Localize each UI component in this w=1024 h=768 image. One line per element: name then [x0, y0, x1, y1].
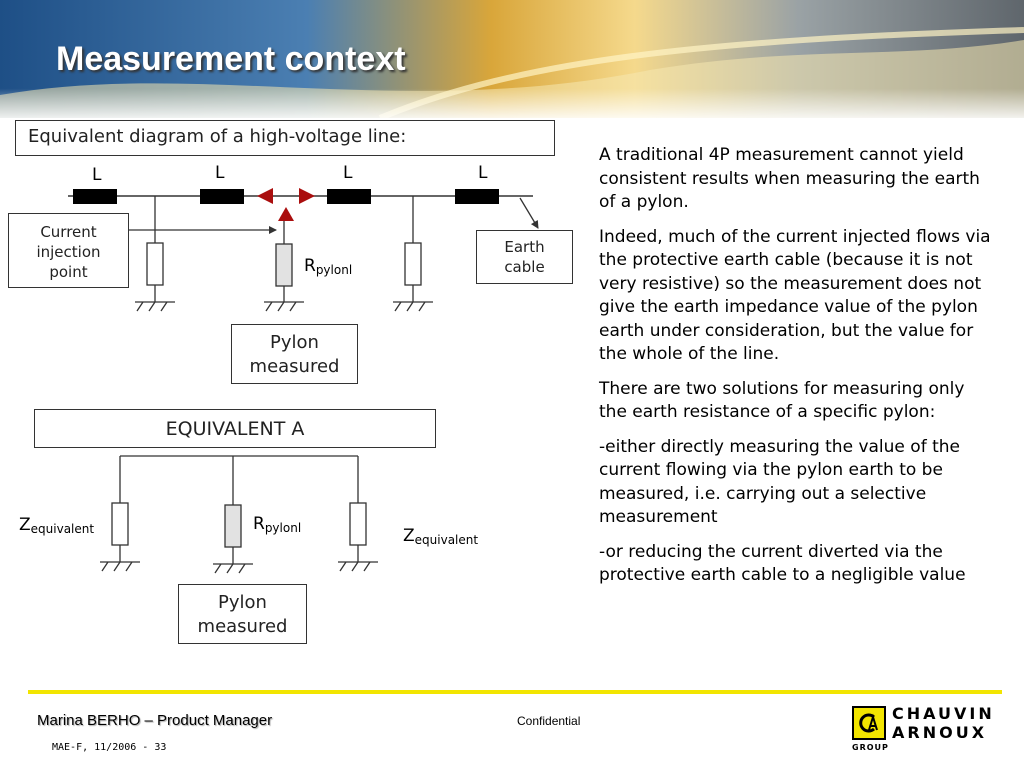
confidential-label: Confidential: [517, 714, 581, 728]
pylon-measured-label: Pylon measured: [178, 584, 307, 644]
logo-text: ARNOUX: [892, 723, 988, 742]
ground-symbol: [338, 561, 378, 572]
logo-icon: [852, 706, 886, 740]
logo-group-text: GROUP: [852, 743, 889, 752]
inductor-label: L: [343, 163, 353, 183]
header-banner: [0, 0, 1024, 118]
paragraph: A traditional 4P measurement cannot yiel…: [599, 145, 980, 212]
line-inductors: [73, 189, 499, 204]
logo-text: CHAUVIN: [892, 704, 995, 723]
line-inductor: [73, 189, 117, 204]
z-equivalent-label: Zequivalent: [19, 515, 94, 536]
label-line: Pylon: [270, 332, 319, 353]
pylon-measured-label: Pylon measured: [231, 324, 358, 384]
earth-cable-label: Earth cable: [476, 230, 573, 284]
z-equivalent-resistor: [111, 502, 129, 546]
r-subscript: pylonl: [264, 521, 302, 535]
equivalent-circuit: [119, 455, 359, 564]
current-injection-label: Current injection point: [8, 213, 129, 288]
resistor: [404, 242, 422, 286]
ground-symbols-bottom: [100, 561, 378, 574]
ca-monogram-icon: [859, 713, 878, 733]
slide-title: Measurement context: [56, 40, 406, 78]
explanation-text: A traditional 4P measurement cannot yiel…: [599, 144, 997, 599]
r-pylon-label: Rpylonl: [304, 256, 352, 277]
resistor: [146, 242, 164, 286]
z-subscript: equivalent: [414, 533, 479, 547]
pylon-resistors-top: [146, 242, 422, 287]
slide-reference: MAE-F, 11/2006 - 33: [52, 742, 167, 753]
r-symbol: R: [253, 514, 265, 534]
z-symbol: Z: [19, 515, 31, 535]
earth-cable-arrow: [519, 197, 539, 229]
inductor-label: L: [92, 165, 102, 185]
r-symbol: R: [304, 256, 316, 276]
pointer-arrows: [129, 197, 539, 234]
label-line: cable: [504, 258, 545, 276]
current-direction-arrows: [257, 188, 315, 221]
inductor-label: L: [215, 163, 225, 183]
pylon-branches-top: [154, 196, 414, 302]
measured-resistor: [224, 504, 242, 548]
label-line: injection: [36, 243, 101, 261]
line-inductor: [200, 189, 244, 204]
equivalent-resistors: [111, 502, 367, 548]
ground-symbol: [135, 301, 175, 312]
ground-symbol: [213, 563, 253, 574]
paragraph: -or reducing the current diverted via th…: [599, 541, 966, 586]
line-inductor: [327, 189, 371, 204]
label-line: measured: [249, 356, 340, 377]
paragraph: -either directly measuring the value of …: [599, 436, 960, 528]
diagram-caption: Equivalent diagram of a high-voltage lin…: [15, 120, 555, 156]
company-logo: CHAUVIN ARNOUX GROUP: [852, 703, 1000, 753]
ground-symbol: [264, 301, 304, 312]
z-equivalent-resistor: [349, 502, 367, 546]
label-line: point: [49, 263, 88, 281]
z-subscript: equivalent: [30, 522, 95, 536]
label-line: Pylon: [218, 592, 267, 613]
red-right-arrow: [299, 188, 315, 204]
r-pylon-label: Rpylonl: [253, 514, 301, 535]
footer-divider: [28, 690, 1002, 694]
line-inductor: [455, 189, 499, 204]
z-symbol: Z: [403, 526, 415, 546]
measured-resistor: [275, 243, 293, 287]
z-equivalent-label: Zequivalent: [403, 526, 478, 547]
ground-symbols-top: [135, 301, 433, 312]
red-left-arrow: [257, 188, 273, 204]
r-subscript: pylonl: [315, 263, 353, 277]
label-line: Current: [40, 223, 97, 241]
inductor-label: L: [478, 163, 488, 183]
footer-author: Marina BERHO – Product Manager: [37, 712, 273, 729]
paragraph: Indeed, much of the current injected flo…: [599, 226, 991, 365]
paragraph: There are two solutions for measuring on…: [599, 378, 965, 423]
ground-symbol: [100, 561, 140, 572]
label-line: measured: [197, 616, 288, 637]
label-line: Earth: [504, 238, 545, 256]
equivalent-a-label: EQUIVALENT A: [34, 409, 436, 448]
ground-symbol: [393, 301, 433, 312]
red-up-arrow: [278, 207, 294, 221]
